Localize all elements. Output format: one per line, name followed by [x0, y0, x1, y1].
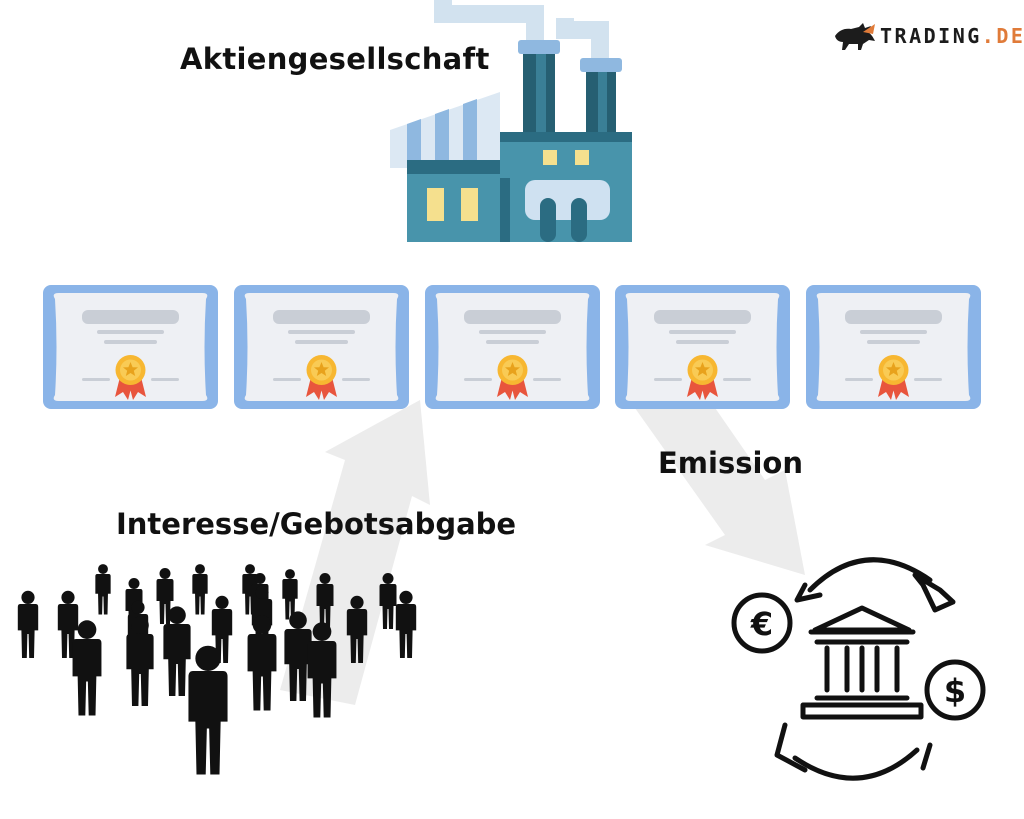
- factory-icon: [390, 0, 632, 242]
- euro-icon: €: [750, 605, 773, 643]
- investors-crowd-icon: [17, 564, 417, 775]
- company-label: Aktiengesellschaft: [180, 42, 490, 76]
- trading-de-logo: [833, 20, 1018, 54]
- logo-text-main: TRADING: [880, 24, 982, 48]
- bank-exchange-icon: € $: [731, 557, 986, 781]
- share-certificate-4: [615, 285, 790, 409]
- share-certificate-5: [806, 285, 981, 409]
- dollar-icon: $: [944, 672, 966, 710]
- certificates-row: [43, 285, 981, 409]
- interest-label: Interesse/Gebotsabgabe: [116, 507, 517, 541]
- logo-text-suffix: .DE: [981, 24, 1024, 48]
- share-certificate-1: [43, 285, 218, 409]
- share-certificate-2: [234, 285, 409, 409]
- share-certificate-3: [425, 285, 600, 409]
- bull-icon: [835, 23, 875, 50]
- emission-label: Emission: [658, 446, 803, 480]
- logo-text: TRADING.DE: [880, 24, 1024, 48]
